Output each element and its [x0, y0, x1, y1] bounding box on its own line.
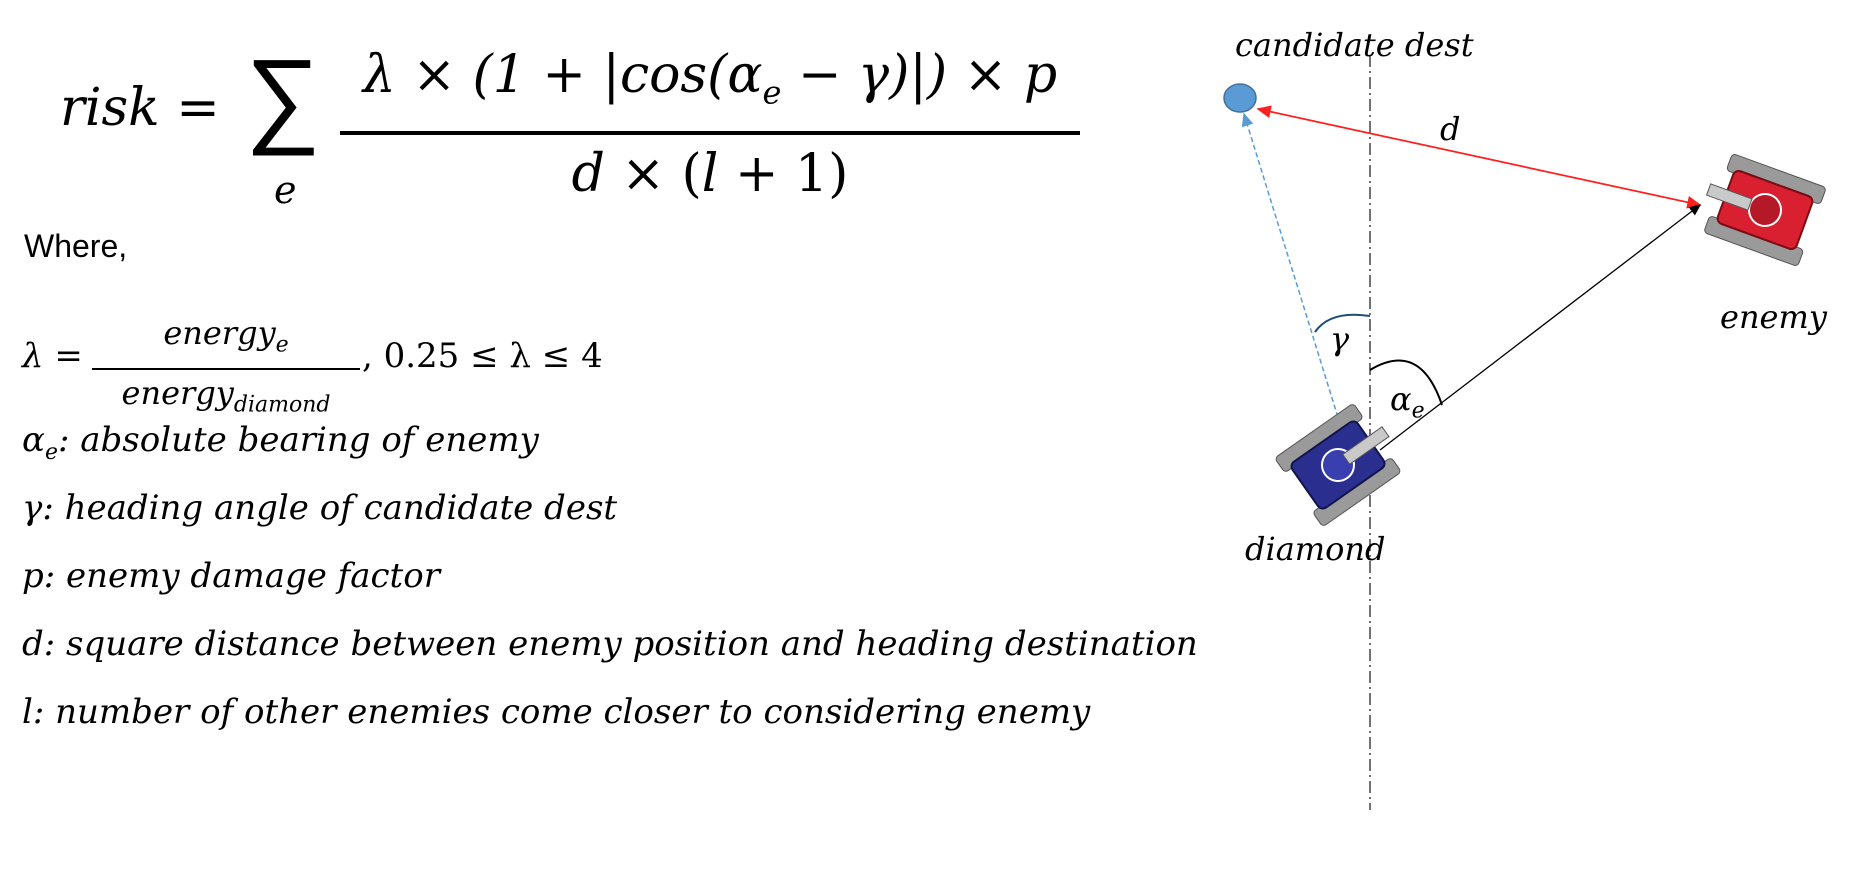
formula-fraction: λ × (1 + |cos(αe − γ)|) × p d × (l + 1) [340, 40, 1080, 209]
denominator-times: × ( [604, 144, 702, 205]
definition-symbol: γ [22, 488, 43, 528]
lambda-den-sub: diamond [233, 392, 331, 418]
enemy-tank-icon [1704, 154, 1826, 266]
denominator-tail: + 1) [718, 144, 849, 205]
definition-symbol: p [22, 556, 44, 596]
definition-symbol-sub: e [44, 439, 58, 465]
gamma-label: γ [1330, 320, 1350, 358]
lambda-range: , 0.25 ≤ λ ≤ 4 [362, 336, 603, 376]
diagram-canvas [1223, 55, 1826, 810]
definition-p: p: enemy damage factor [22, 556, 440, 596]
diamond-tank-icon [1275, 404, 1401, 526]
definition-text: : square distance between enemy position… [43, 624, 1198, 664]
definition-gamma: γ: heading angle of candidate dest [22, 488, 617, 528]
alpha-label: αe [1390, 380, 1425, 423]
formula-denominator: d × (l + 1) [340, 139, 1080, 209]
definition-d: d: square distance between enemy positio… [22, 624, 1198, 664]
where-label: Where, [24, 228, 128, 264]
gamma-arc [1314, 313, 1371, 333]
lambda-denominator: energydiamond [92, 372, 360, 426]
lambda-fraction-bar [92, 368, 360, 371]
lambda-num-sub: e [275, 332, 289, 358]
definition-text: : enemy damage factor [43, 556, 440, 596]
definition-text: : heading angle of candidate dest [42, 488, 618, 528]
lambda-num-text: energy [163, 314, 276, 352]
lambda-numerator: energye [92, 312, 360, 366]
equals-sign: = [176, 78, 220, 138]
distance-label: d [1440, 110, 1461, 148]
candidate-dest-label: candidate dest [1235, 26, 1474, 64]
lambda-fraction: energye energydiamond [92, 312, 360, 427]
bearing-arrow [1379, 204, 1702, 451]
risk-variable: risk [60, 78, 160, 138]
alpha-subscript: e [1411, 398, 1425, 424]
sigma-symbol: ∑ [245, 35, 321, 158]
lambda-lhs: λ = [22, 336, 83, 376]
definition-symbol: l [22, 692, 33, 732]
definition-symbol: α [22, 420, 45, 460]
fraction-bar [340, 131, 1080, 136]
denominator-l: l [701, 144, 719, 205]
lambda-den-text: energy [121, 374, 234, 413]
geometry-diagram: candidate dest d γ αe enemy diamond [1220, 20, 1855, 820]
alpha-symbol: α [1390, 380, 1412, 418]
definition-text: : absolute bearing of enemy [58, 420, 539, 460]
numerator-head: λ × (1 + |cos(α [362, 45, 763, 105]
formula-numerator: λ × (1 + |cos(αe − γ)|) × p [340, 40, 1080, 127]
definition-symbol: d [22, 624, 44, 664]
heading-arrow [1241, 112, 1346, 441]
definition-l: l: number of other enemies come closer t… [22, 692, 1090, 732]
sum-index: e [274, 168, 297, 212]
definition-alpha: αe: absolute bearing of enemy [22, 420, 539, 465]
candidate-dest-dot [1223, 83, 1257, 113]
alpha-arc [1369, 359, 1443, 406]
lambda-definition: λ = energye energydiamond , 0.25 ≤ λ ≤ 4 [22, 312, 642, 418]
risk-formula: risk = ∑ e λ × (1 + |cos(αe − γ)|) × p d… [60, 35, 1080, 220]
enemy-label: enemy [1720, 298, 1827, 336]
distance-arrow-back [1256, 105, 1701, 206]
numerator-tail: − γ)|) × p [781, 45, 1058, 105]
numerator-subscript: e [762, 73, 782, 112]
denominator-d: d [571, 144, 605, 205]
definition-text: : number of other enemies come closer to… [32, 692, 1091, 732]
diamond-label: diamond [1245, 530, 1386, 568]
formula-lhs: risk = [60, 78, 220, 138]
